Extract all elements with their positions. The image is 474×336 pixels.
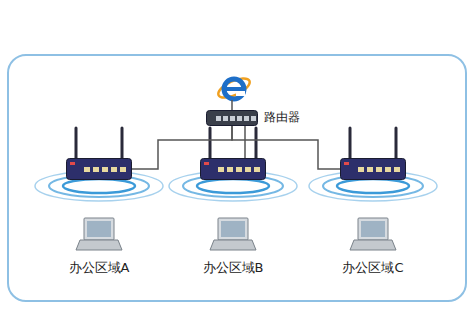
access-point: 办公区域B xyxy=(200,158,266,180)
area-label: 办公区域B xyxy=(203,260,264,276)
area-label: 办公区域C xyxy=(342,260,403,276)
access-point: 办公区域A xyxy=(66,158,132,180)
access-point-shape xyxy=(200,158,266,180)
laptops xyxy=(76,218,396,250)
network-cable xyxy=(244,126,246,158)
internet-icon xyxy=(216,74,253,110)
access-point-shape xyxy=(66,158,132,180)
frame xyxy=(8,55,466,301)
access-point-shape xyxy=(340,158,406,180)
device-label: 路由器 xyxy=(264,109,300,125)
router-shape xyxy=(206,110,258,126)
access-point: 办公区域C xyxy=(340,158,406,180)
router: 路由器 xyxy=(206,110,258,126)
area-label: 办公区域A xyxy=(69,260,130,276)
antennas xyxy=(76,128,396,158)
